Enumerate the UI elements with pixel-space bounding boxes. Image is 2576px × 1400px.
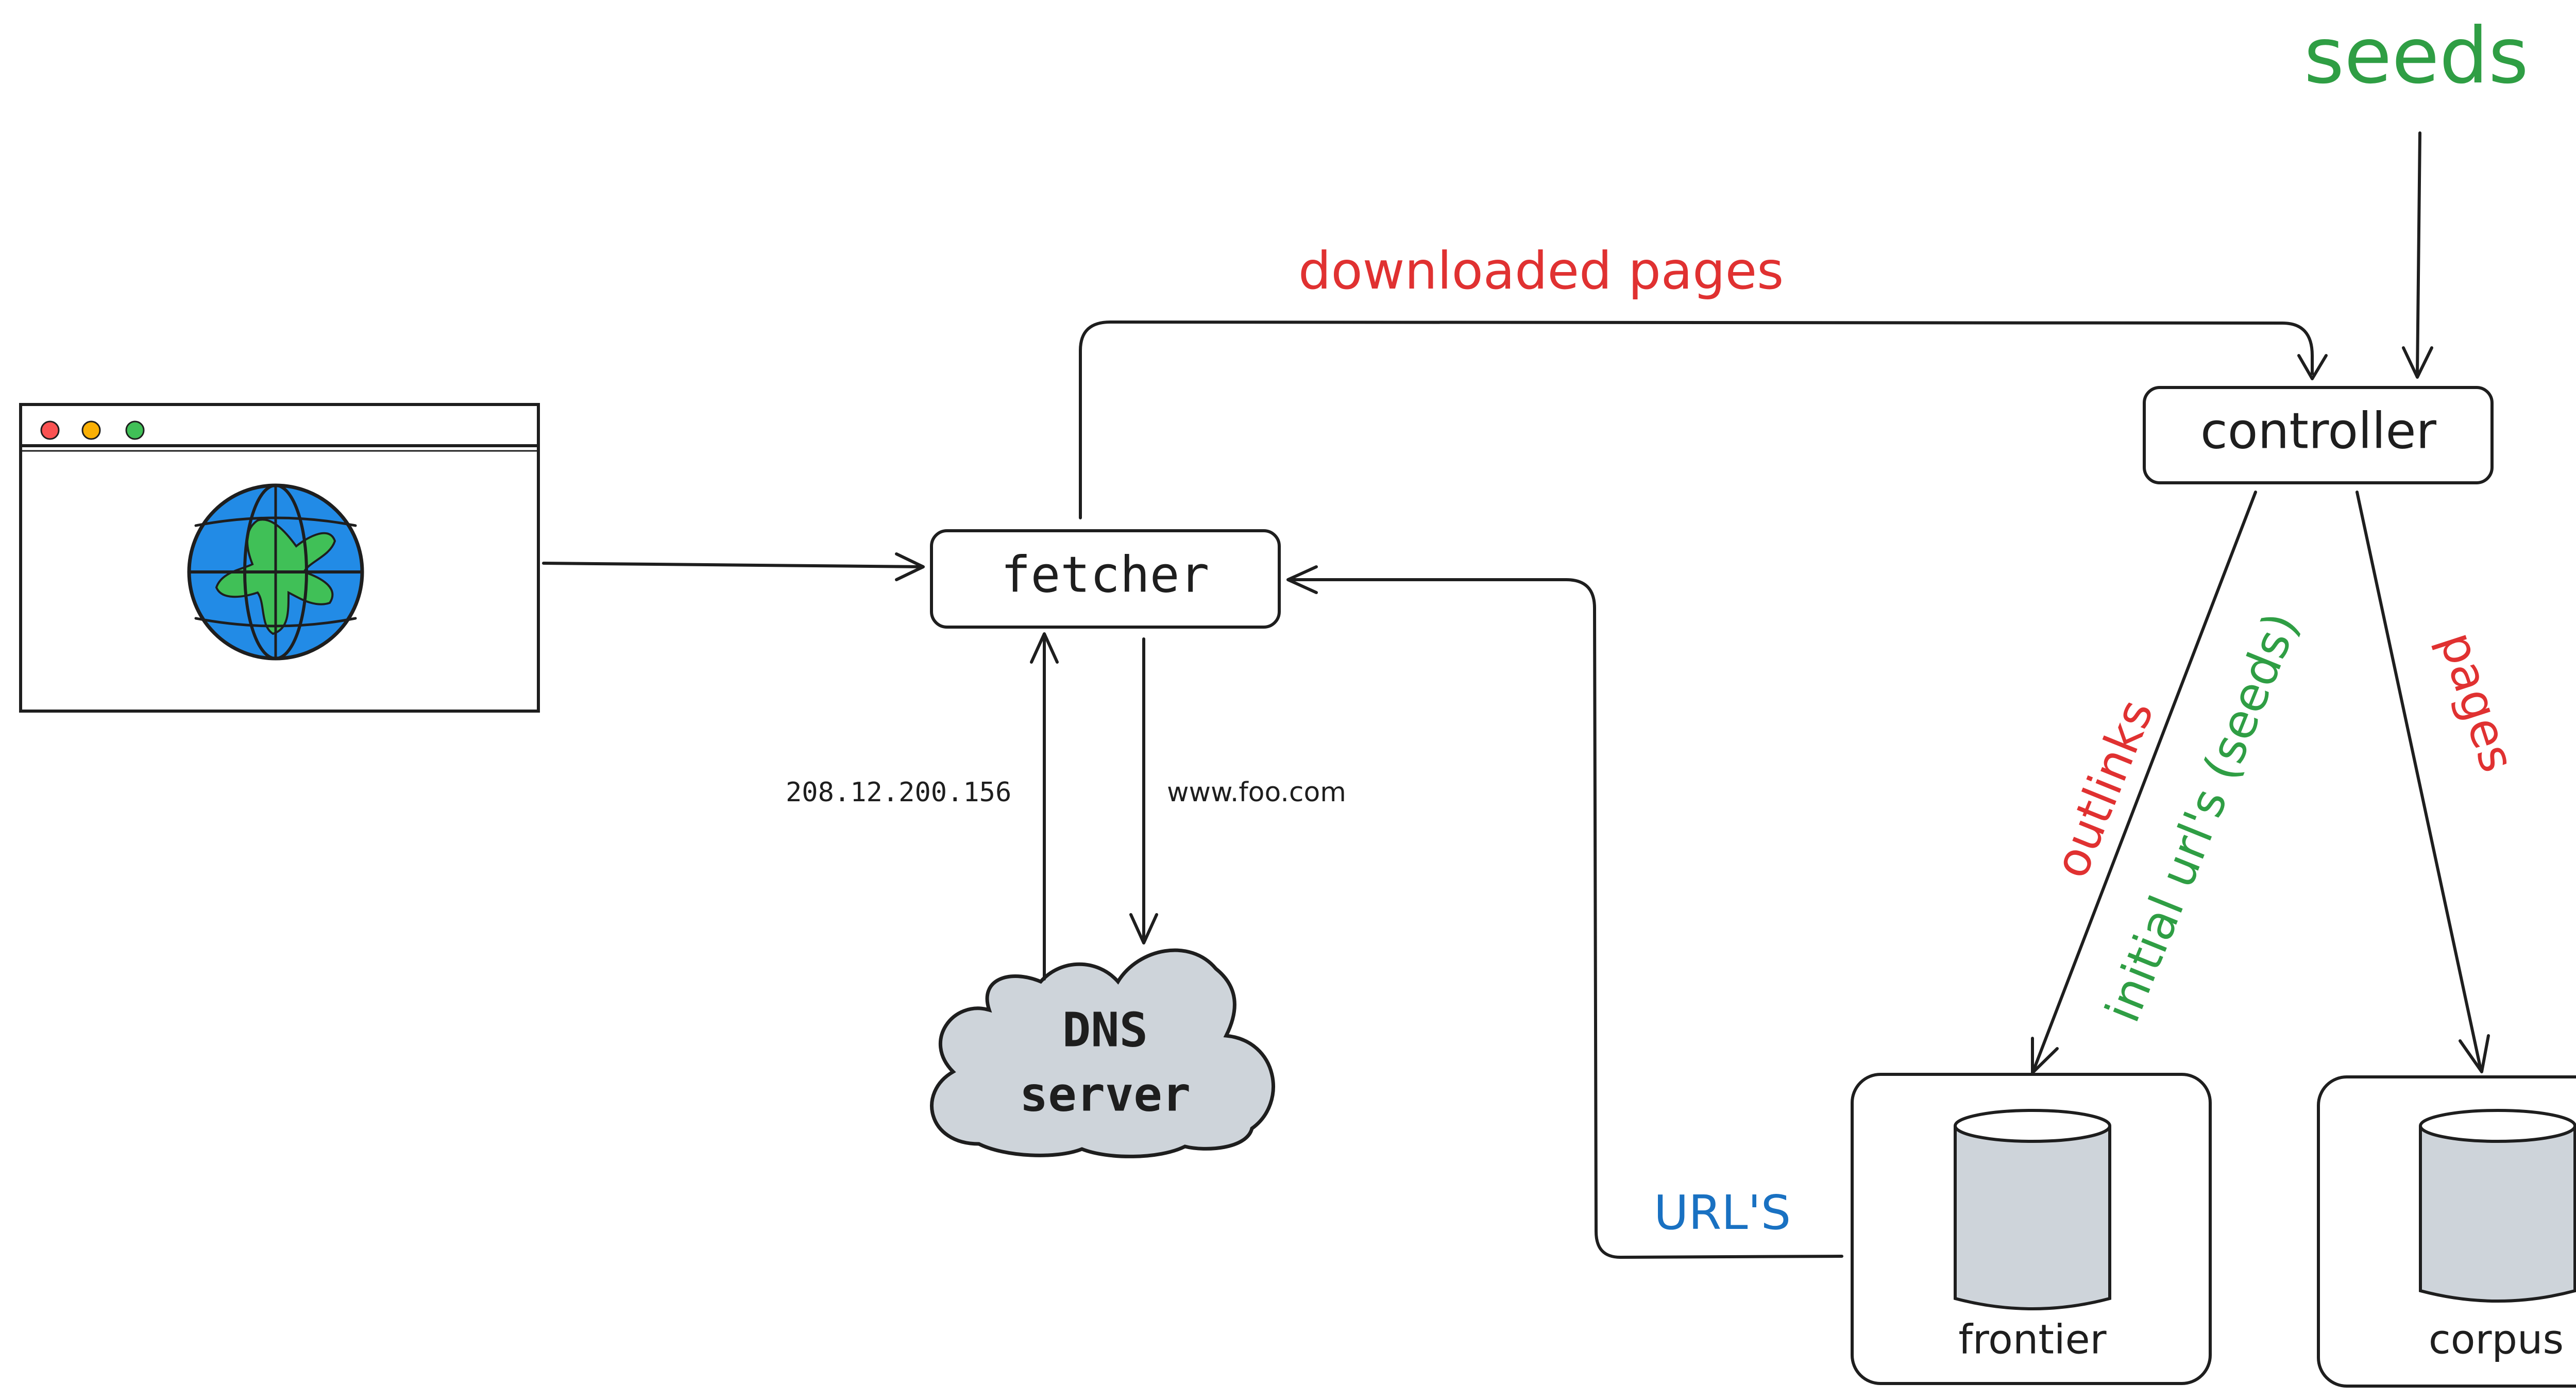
fetcher-label: fetcher: [1001, 546, 1210, 603]
database-icon: [2419, 1109, 2576, 1303]
close-dot-icon: [40, 420, 60, 440]
minimize-dot-icon: [81, 420, 101, 440]
dns-line1-label: DNS: [1062, 1002, 1148, 1057]
urls-arrow: [1286, 565, 1843, 1259]
frontier-label: frontier: [1958, 1317, 2107, 1363]
dns-line2-label: server: [1020, 1067, 1191, 1122]
cloud-shape: [930, 948, 1275, 1158]
controller-to-frontier-arrow: [2031, 491, 2257, 1074]
browser-window: [19, 403, 540, 713]
fetcher-node[interactable]: fetcher: [930, 529, 1281, 629]
downloaded-pages-label: downloaded pages: [1298, 241, 1784, 301]
seeds-to-controller-arrow: [2402, 131, 2433, 379]
globe-icon: [187, 483, 364, 661]
corpus-label: corpus: [2429, 1317, 2564, 1363]
controller-node[interactable]: controller: [2143, 386, 2494, 484]
pages-label: pages: [2429, 626, 2526, 779]
dns-server-node[interactable]: DNS server: [930, 948, 1275, 1158]
maximize-dot-icon: [125, 420, 145, 440]
downloaded-pages-arrow: [1079, 321, 2328, 519]
dns-to-fetcher-arrow: [1030, 632, 1059, 981]
outlinks-label: outlinks: [2043, 692, 2164, 885]
database-icon: [1954, 1109, 2111, 1310]
domain-label: www.foo.com: [1167, 777, 1346, 808]
browser-to-fetcher-arrow: [542, 552, 925, 581]
corpus-node[interactable]: corpus: [2317, 1075, 2576, 1388]
controller-label: controller: [2200, 402, 2437, 460]
seeds-label: seeds: [2304, 11, 2529, 101]
initial-urls-label: initial url's (seeds): [2095, 605, 2309, 1030]
ip-address-label: 208.12.200.156: [786, 777, 1011, 808]
controller-to-corpus-arrow: [2355, 491, 2490, 1073]
frontier-node[interactable]: frontier: [1851, 1073, 2212, 1385]
fetcher-to-dns-arrow: [1129, 637, 1158, 944]
urls-label: URL'S: [1654, 1185, 1791, 1240]
